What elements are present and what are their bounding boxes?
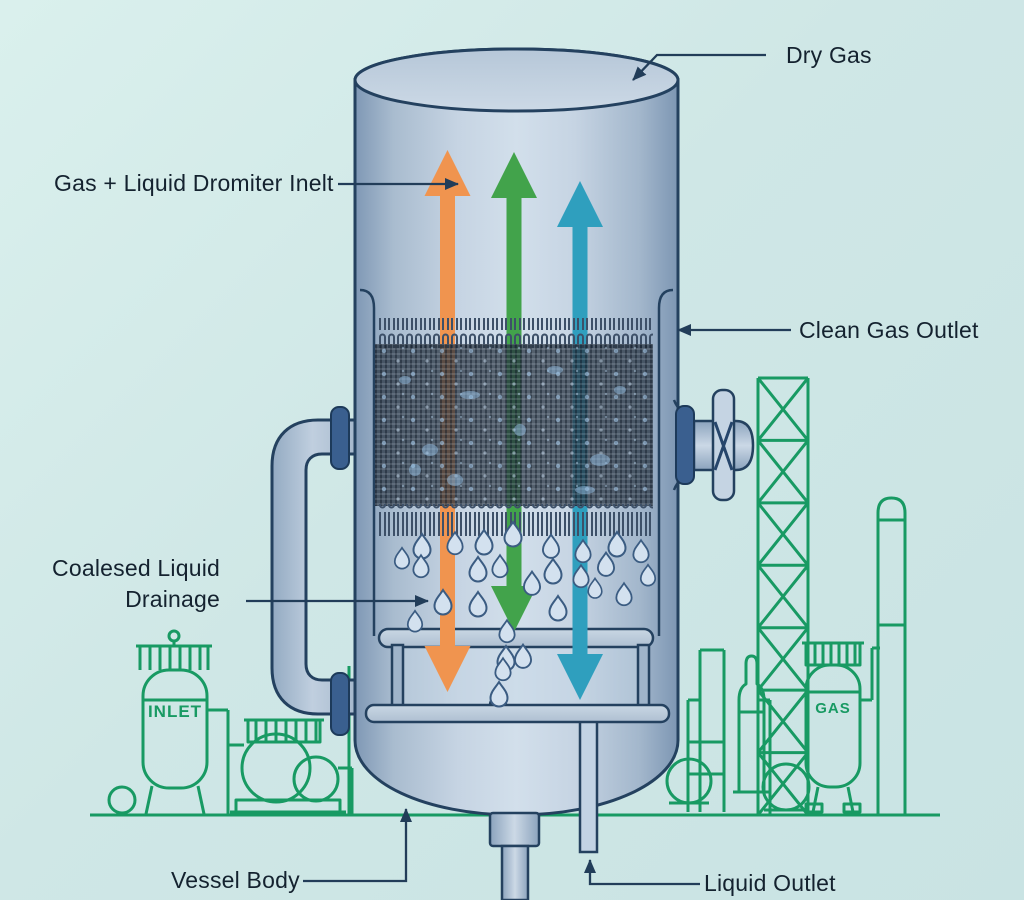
pipe-flange-top <box>331 407 349 469</box>
gas-liquid-inlet-label: Gas + Liquid Dromiter Inelt <box>54 170 334 197</box>
bottom-outlet-pipe <box>502 846 528 900</box>
pipe-flange-bottom <box>331 673 349 735</box>
nozzle-flange <box>676 406 694 484</box>
dry-gas-label: Dry Gas <box>786 42 872 69</box>
gas-tank: GAS <box>802 643 880 812</box>
leader-vessel-body <box>303 809 406 881</box>
tray-wall-left <box>392 645 403 707</box>
bottom-nozzle-stub <box>490 813 539 846</box>
vessel-top-head <box>355 49 678 111</box>
vessel-body-label: Vessel Body <box>171 867 300 894</box>
demister-mesh-pad <box>375 318 653 536</box>
liquid-outlet-label: Liquid Outlet <box>704 870 836 897</box>
clean-gas-outlet-label: Clean Gas Outlet <box>799 317 979 344</box>
recycle-handle-pipe <box>272 407 362 735</box>
tray-top-bar <box>379 629 653 647</box>
inlet-tank: INLET <box>136 631 228 815</box>
tray-wall-right <box>638 645 649 707</box>
leader-liquid-outlet <box>590 860 700 884</box>
mesh-fringe-top <box>377 318 653 348</box>
inlet-tank-label: INLET <box>148 702 202 721</box>
coalesced-drainage-line1: Coalesed Liquid <box>32 553 220 584</box>
gas-outlet-nozzle <box>674 390 753 500</box>
tray-bottom-bar <box>366 705 669 722</box>
gas-tank-label: GAS <box>815 700 851 717</box>
lollipop-light <box>109 787 135 815</box>
coalesced-drainage-label: Coalesed Liquid Drainage <box>32 553 220 615</box>
liquid-outlet-pipe <box>580 715 597 852</box>
coalesced-drainage-line2: Drainage <box>32 584 220 615</box>
flare-stack <box>878 498 905 815</box>
collection-tray <box>366 629 669 722</box>
